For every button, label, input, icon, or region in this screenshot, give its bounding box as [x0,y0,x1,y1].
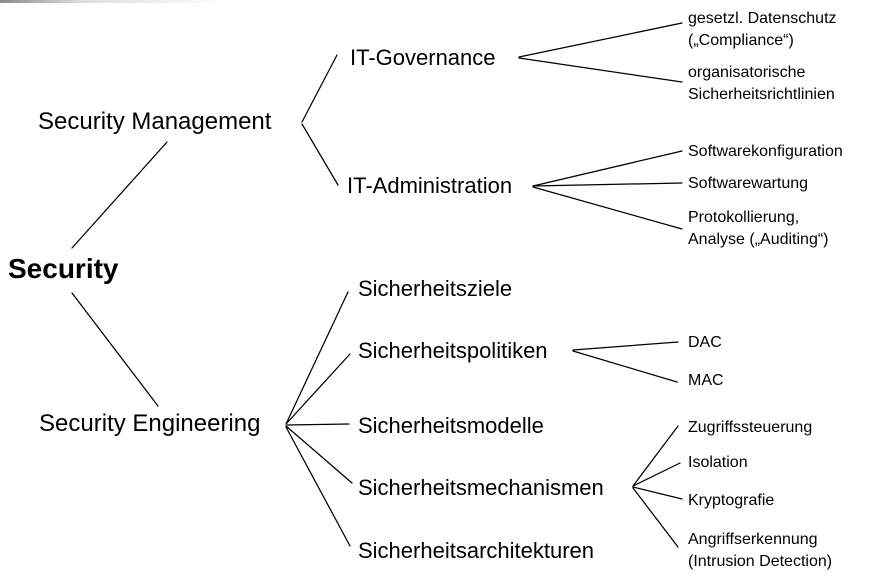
leaf-softwarekonfiguration: Softwarekonfiguration [688,143,843,160]
leaf-isolation: Isolation [688,454,748,471]
node-sicherheitsarchitekturen: Sicherheitsarchitekturen [358,538,595,563]
connector-line [518,22,683,58]
node-sicherheitspolitiken: Sicherheitspolitiken [358,338,548,363]
connector-line [632,462,681,487]
connector-line [532,150,683,187]
connector-line [286,423,350,426]
connector-line [285,425,353,484]
connector-line [632,486,683,500]
connector-line [632,487,679,548]
connector-line [572,341,679,351]
leaf-gesetzl-datenschutz-compliance: gesetzl. Datenschutz („Compliance“) [688,10,837,49]
leaf-protokollierung-analyse-auditing: Protokollierung, Analyse („Auditing“) [688,209,829,248]
connector-line [301,123,339,186]
node-it-governance: IT-Governance [350,45,496,70]
node-sicherheitsmechanismen: Sicherheitsmechanismen [358,475,604,500]
leaf-mac: MAC [688,372,724,389]
connector-line [71,141,168,249]
node-sicherheitsmodelle: Sicherheitsmodelle [358,413,544,438]
connector-line [71,292,159,407]
connector-line [518,57,683,83]
leaf-organisatorische-sicherheitsrichtlinien: organisatorische Sicherheitsrichtlinien [688,64,835,103]
node-security-root: Security [8,253,119,284]
leaf-softwarewartung: Softwarewartung [688,175,809,192]
node-sicherheitsziele: Sicherheitsziele [358,276,513,301]
leaf-kryptografie: Kryptografie [688,492,775,509]
connector-line [572,350,678,383]
connector-line [532,182,683,187]
leaf-dac: DAC [688,334,722,351]
node-security-engineering: Security Engineering [39,410,261,437]
node-it-administration: IT-Administration [347,173,513,198]
leaf-zugriffssteuerung: Zugriffssteuerung [688,419,813,436]
connector-line [285,353,351,425]
connector-line [532,186,683,230]
connector-line [301,54,338,123]
connector-line [285,426,351,547]
connector-line [632,425,679,487]
leaf-angriffserkennung-intrusion-detection: Angriffserkennung (Intrusion Detection) [688,531,833,570]
connector-line [285,291,349,425]
node-security-management: Security Management [38,108,272,135]
